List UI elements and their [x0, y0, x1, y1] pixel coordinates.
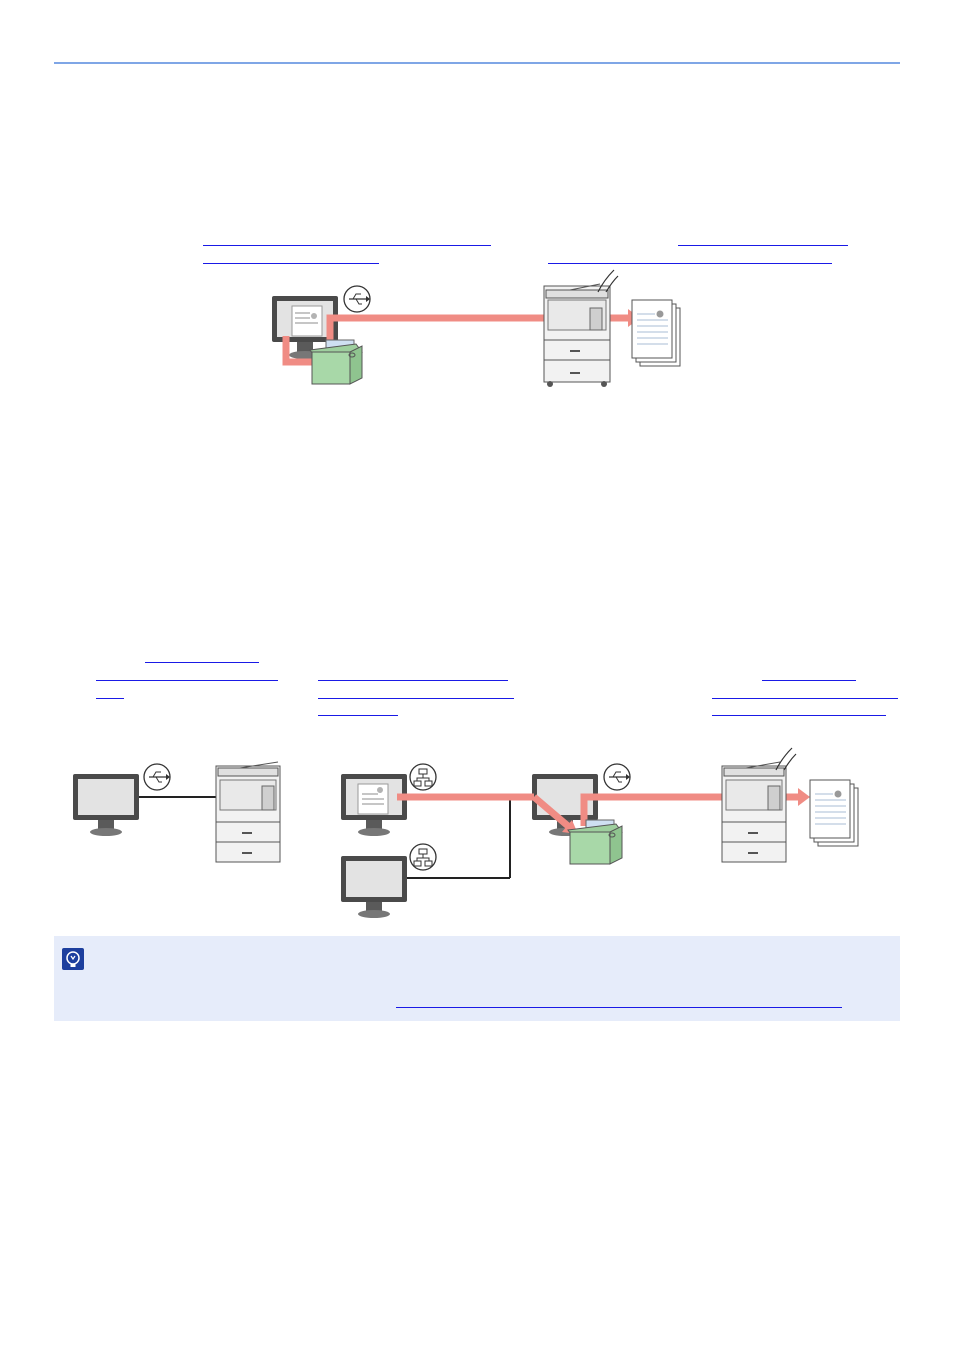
monitor-icon [341, 774, 407, 836]
monitor-icon [73, 774, 139, 836]
printed-pages-icon [810, 780, 858, 846]
network-icon [410, 844, 436, 870]
document-box-icon [568, 820, 622, 864]
diagram-network-print-box [0, 0, 954, 940]
network-icon [410, 764, 436, 790]
usb-icon [604, 764, 630, 790]
usb-icon [144, 764, 170, 790]
printer-icon [216, 762, 280, 862]
note-box [54, 936, 900, 1021]
monitor-icon [341, 856, 407, 918]
note-link-underline[interactable] [396, 1007, 842, 1008]
printer-icon [722, 762, 786, 862]
note-icon [62, 948, 84, 970]
